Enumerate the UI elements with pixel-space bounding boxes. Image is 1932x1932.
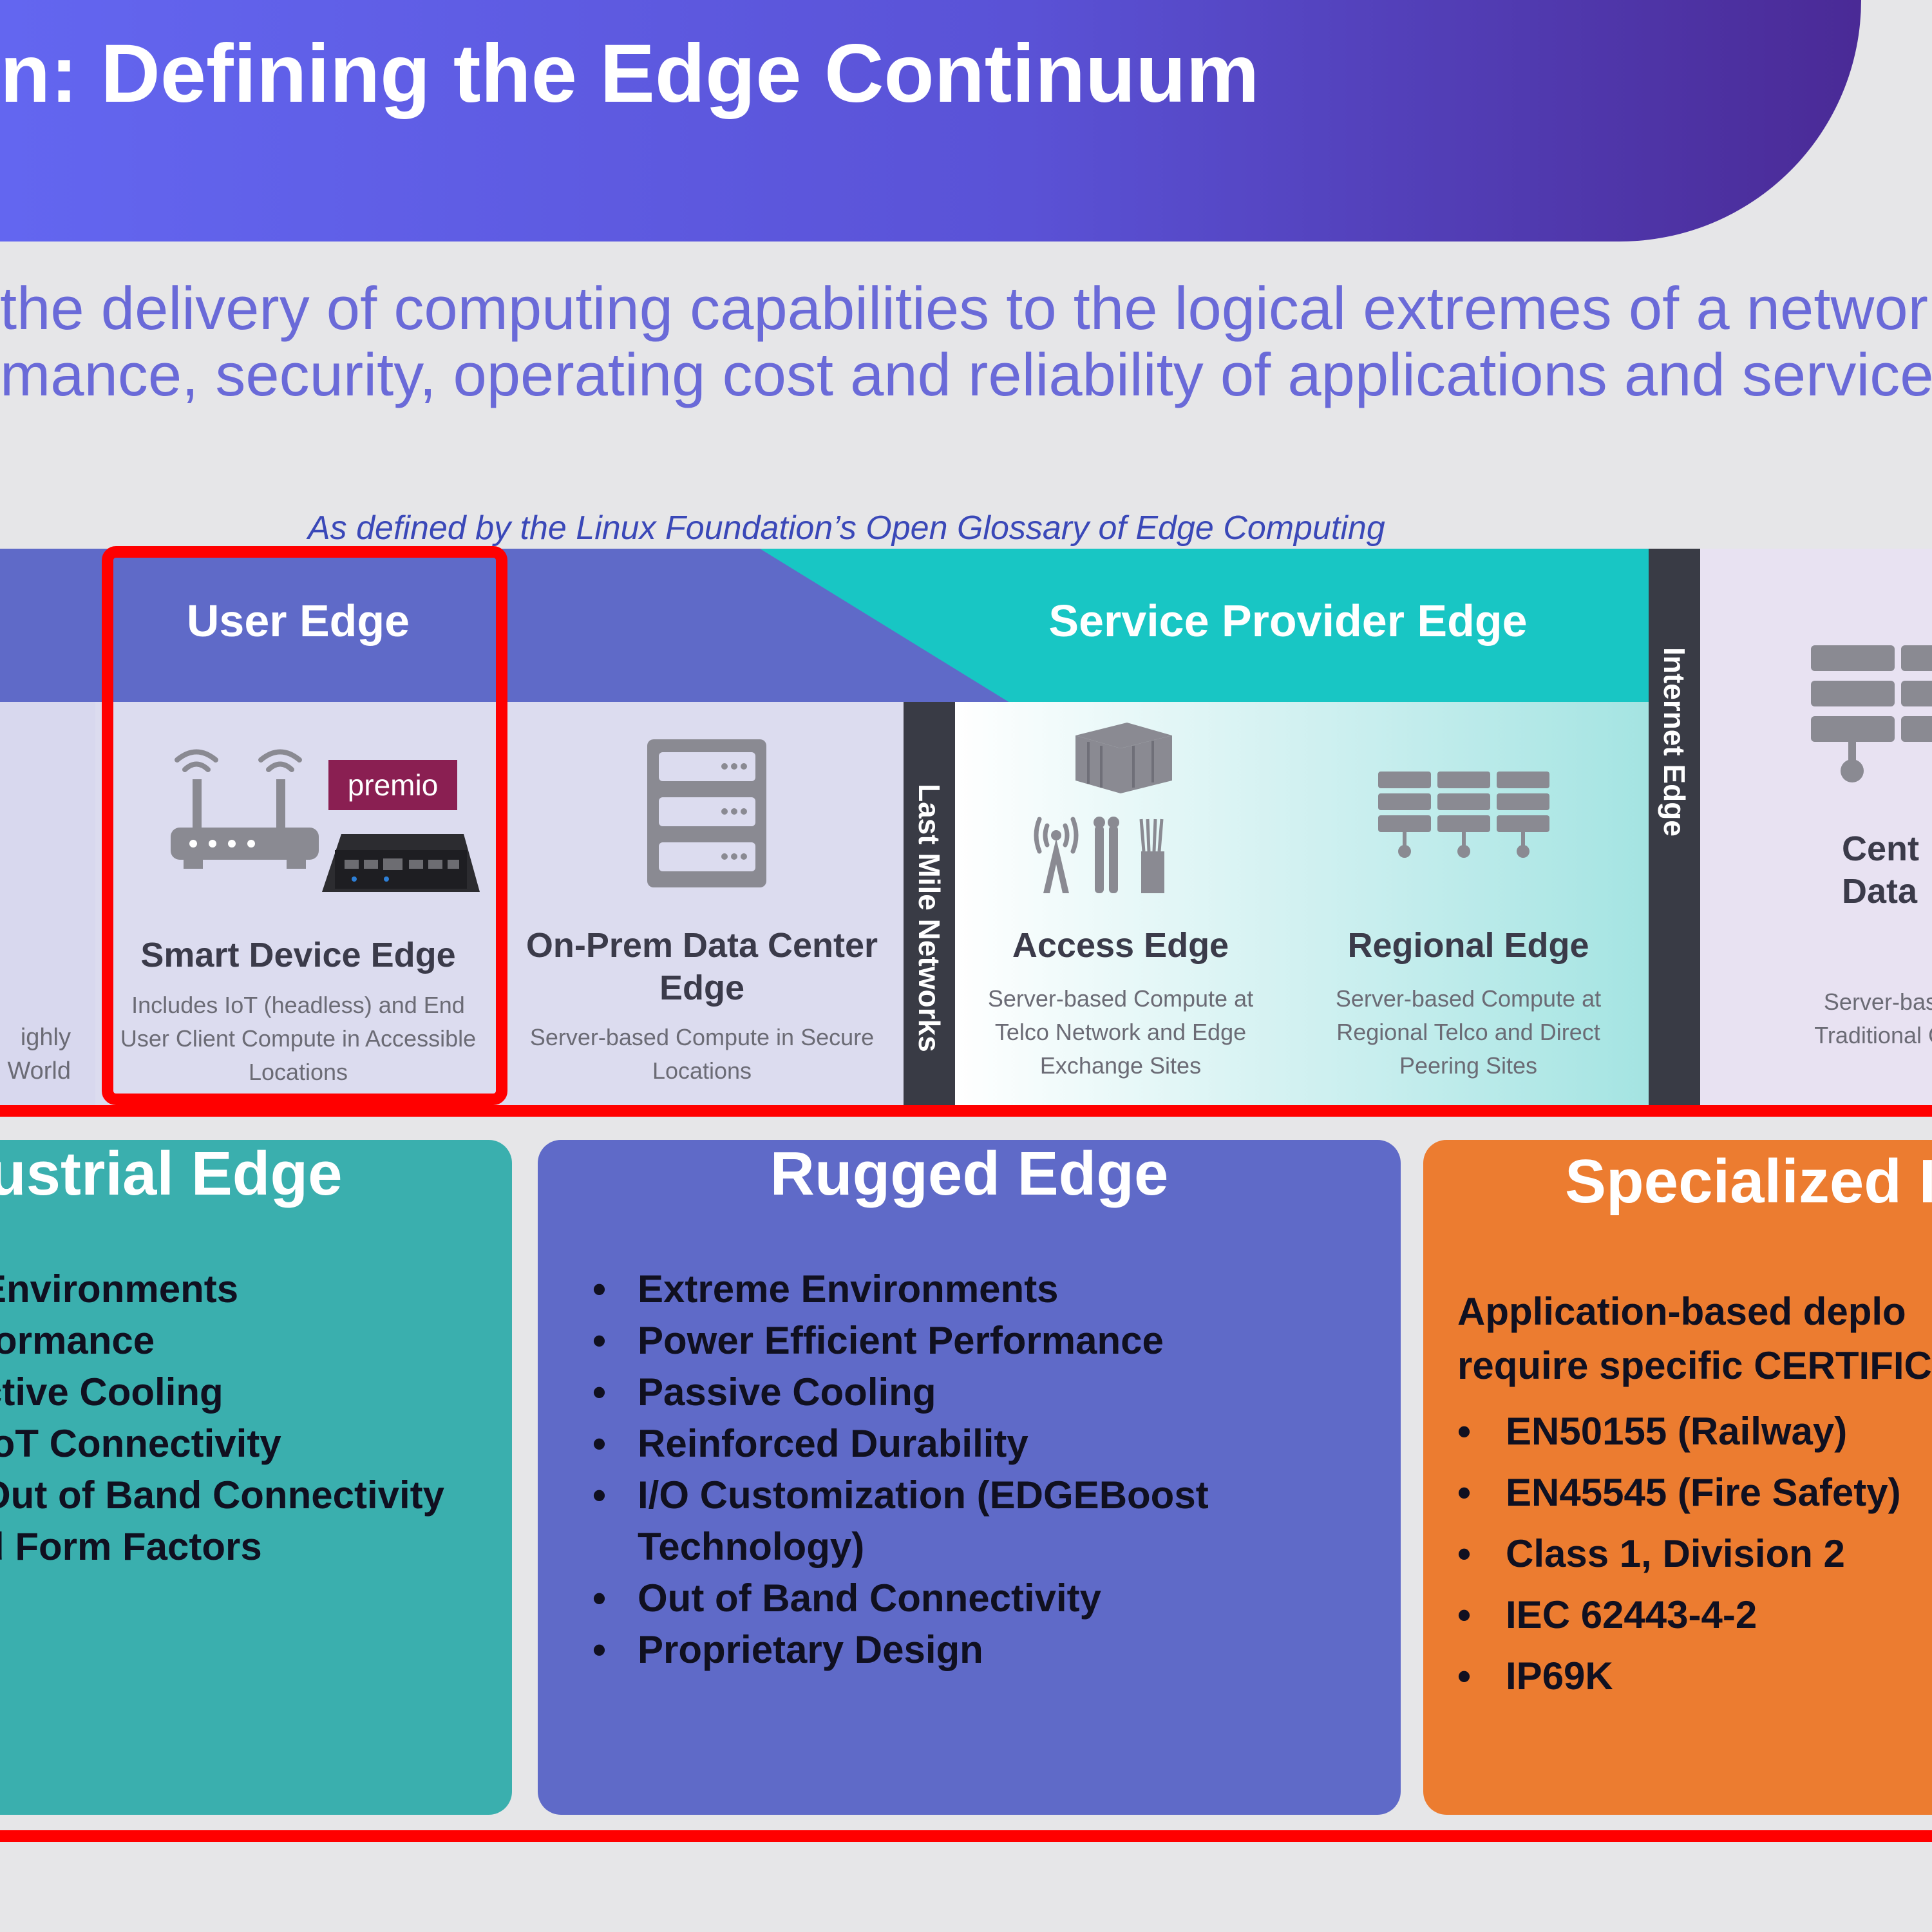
bullet-icon: • [1457, 1471, 1472, 1514]
specialized-edge-list: •EN50155 (Railway) •EN45545 (Fire Safety… [1457, 1401, 1901, 1707]
page-title: n: Defining the Edge Continuum [0, 28, 1260, 120]
internet-edge-divider: Internet Edge [1649, 549, 1700, 1108]
last-mile-networks-divider: Last Mile Networks [904, 702, 955, 1108]
list-item: Environments [0, 1267, 239, 1311]
central-data-center-desc: Server-base Traditional Cl [1814, 989, 1932, 1048]
rugged-pc-icon [322, 834, 480, 892]
last-mile-networks-label: Last Mile Networks [913, 783, 946, 1052]
bullet-icon: • [592, 1422, 607, 1465]
user-edge-highlight-box [102, 546, 507, 1105]
column-leftmost [0, 702, 95, 1108]
source-caption: As defined by the Linux Foundation’s Ope… [308, 509, 1385, 547]
user-edge-title: User Edge [186, 596, 410, 646]
list-item: •Extreme Environments [592, 1264, 1282, 1315]
service-provider-edge-title: Service Provider Edge [1048, 596, 1528, 646]
specialized-edge-intro: Application-based deplo require specific… [1457, 1290, 1932, 1387]
header-banner [0, 0, 1861, 242]
access-edge-desc: Server-based Compute at Telco Network an… [987, 985, 1254, 1079]
server-rack-icon [647, 739, 766, 887]
bullet-icon: • [1457, 1593, 1472, 1636]
specialized-edge-card [1423, 1140, 1932, 1815]
regional-servers-icon [1378, 772, 1549, 858]
specialized-edge-title: Specialized I [1565, 1147, 1932, 1216]
list-item: ctive Cooling [0, 1370, 223, 1414]
list-item: d Form Factors [0, 1525, 262, 1568]
list-item: formance [0, 1319, 155, 1362]
wifi-router-icon [171, 749, 319, 869]
list-item: •Power Efficient Performance [592, 1315, 1282, 1367]
edge-continuum-strip: Last Mile Networks Internet Edge [0, 549, 1932, 1108]
list-item: •Reinforced Durability [592, 1418, 1282, 1470]
list-item: IoT Connectivity [0, 1422, 281, 1465]
bullet-icon: • [592, 1473, 607, 1517]
list-item: •Class 1, Division 2 [1457, 1523, 1901, 1584]
bullet-icon: • [1457, 1410, 1472, 1453]
column-service-provider [955, 702, 1649, 1108]
regional-edge-desc: Server-based Compute at Regional Telco a… [1335, 985, 1602, 1079]
list-item: •Out of Band Connectivity [592, 1573, 1282, 1624]
rugged-edge-title: Rugged Edge [770, 1139, 1169, 1208]
list-item: •IP69K [1457, 1645, 1901, 1707]
central-servers-icon [1811, 645, 1932, 782]
highlight-line-bottom [0, 1830, 1932, 1842]
rugged-edge-card [538, 1140, 1401, 1815]
premio-device-icon: premio [316, 760, 483, 908]
industrial-edge-card [0, 1140, 512, 1815]
bullet-icon: • [592, 1628, 607, 1671]
bullet-icon: • [592, 1370, 607, 1414]
list-item: •EN45545 (Fire Safety) [1457, 1462, 1901, 1523]
list-item: •I/O Customization (EDGEBoost Technology… [592, 1470, 1282, 1573]
bullet-icon: • [592, 1577, 607, 1620]
subtitle-line-1: the delivery of computing capabilities t… [0, 274, 1932, 342]
premio-logo: premio [328, 760, 457, 810]
access-edge-title: Access Edge [1012, 926, 1229, 965]
list-item: •EN50155 (Railway) [1457, 1401, 1901, 1462]
industrial-edge-title: ustrial Edge [0, 1139, 343, 1208]
highlight-line-top [0, 1105, 1932, 1117]
subtitle-line-2: mance, security, operating cost and reli… [0, 341, 1932, 408]
list-item: •IEC 62443-4-2 [1457, 1584, 1901, 1645]
smart-device-edge-desc: Includes IoT (headless) and End User Cli… [120, 992, 477, 1085]
bullet-icon: • [592, 1319, 607, 1362]
smart-device-edge-title: Smart Device Edge [140, 936, 456, 974]
bullet-icon: • [1457, 1532, 1472, 1575]
onprem-edge-desc: Server-based Compute in Secure Locations [529, 1024, 875, 1084]
regional-edge-title: Regional Edge [1347, 926, 1589, 965]
industrial-edge-list: Environments formance ctive Cooling IoT … [0, 1264, 444, 1573]
list-item: Out of Band Connectivity [0, 1473, 444, 1517]
column-central-data-center [1700, 549, 1932, 1108]
onprem-edge-title: On-Prem Data Center Edge [526, 926, 878, 1007]
telco-access-icon [1034, 723, 1172, 893]
list-item: •Passive Cooling [592, 1367, 1282, 1418]
bullet-icon: • [1457, 1654, 1472, 1698]
list-item: •Proprietary Design [592, 1624, 1282, 1676]
rugged-edge-list: •Extreme Environments •Power Efficient P… [592, 1264, 1282, 1676]
internet-edge-label: Internet Edge [1658, 647, 1691, 837]
leftmost-desc: ighly World [7, 1024, 71, 1084]
bullet-icon: • [592, 1267, 607, 1311]
central-data-center-title: Cent Data [1842, 829, 1919, 911]
